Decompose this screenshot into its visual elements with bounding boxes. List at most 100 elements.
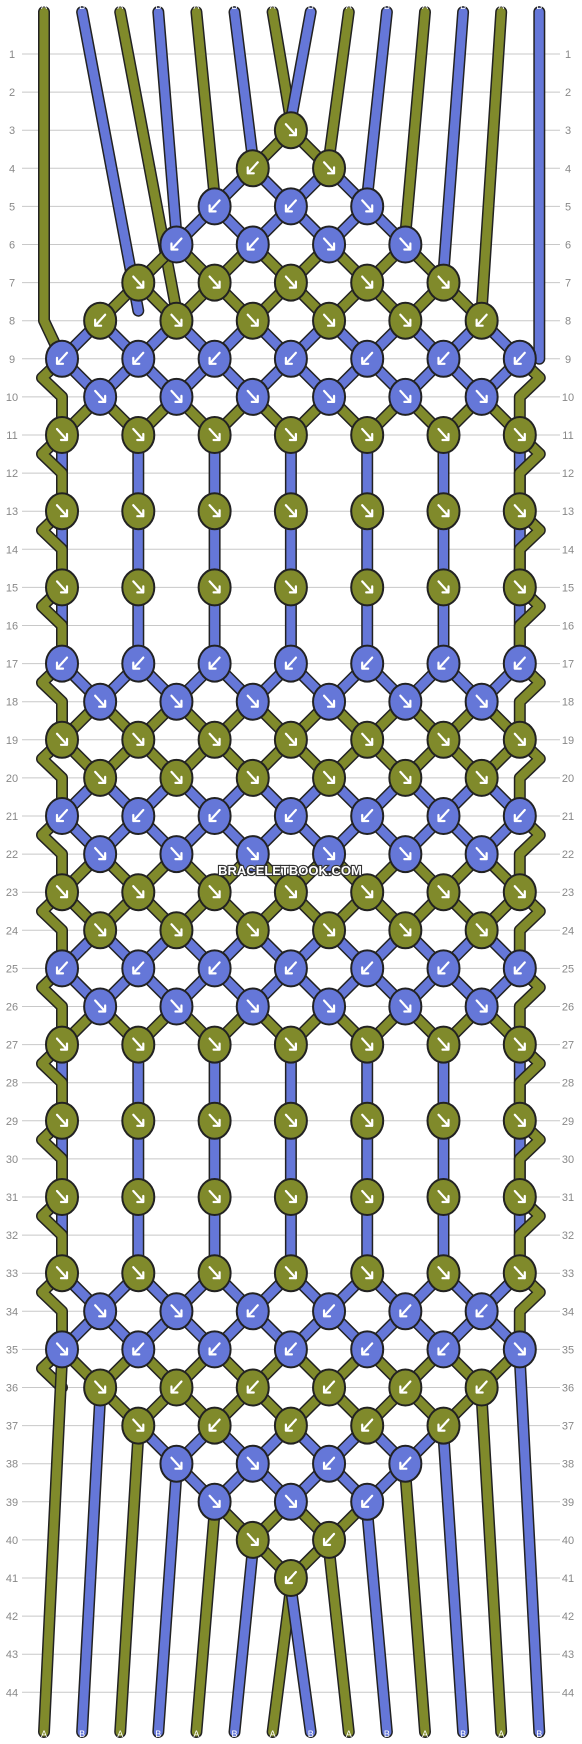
arrow-down-left-icon (55, 808, 69, 823)
arrow-down-left-icon (437, 1418, 450, 1432)
knot (197, 1178, 232, 1216)
strand (268, 1583, 296, 1737)
row-number-right: 16 (562, 621, 574, 633)
knot (235, 149, 270, 188)
row-number-left: 22 (6, 849, 18, 861)
knot (273, 568, 308, 607)
knot (45, 1101, 79, 1140)
arrow-down-right-icon (246, 313, 259, 327)
arrow-down-right-icon (513, 1266, 526, 1280)
string-label-bottom: A (41, 1729, 47, 1739)
knot (350, 568, 385, 607)
knot (121, 568, 156, 607)
arrow-down-right-icon (208, 275, 221, 289)
knot (312, 911, 347, 950)
row-number-left: 25 (6, 963, 18, 975)
arrow-down-right-icon (284, 580, 297, 594)
knot (235, 1368, 270, 1407)
arrow-down-left-icon (361, 351, 374, 365)
knot (312, 225, 347, 264)
knot (235, 911, 270, 950)
row-number-left: 10 (6, 392, 18, 404)
knot (350, 1178, 385, 1216)
string-label-top: B (460, 1, 466, 11)
knot (235, 1292, 270, 1331)
row-number-right: 36 (562, 1383, 574, 1395)
row-number-right: 21 (562, 811, 574, 823)
string-label-top: B (384, 1, 390, 11)
row-number-left: 13 (6, 506, 18, 518)
knot (83, 301, 118, 340)
row-number-right: 6 (565, 240, 571, 252)
strand (324, 7, 354, 163)
knot (159, 301, 194, 340)
row-number-left: 33 (6, 1268, 18, 1280)
knot (273, 111, 308, 150)
arrow-down-left-icon (437, 1342, 450, 1356)
string-label-bottom: A (422, 1729, 428, 1739)
row-number-left: 29 (6, 1116, 18, 1128)
row-number-left: 44 (6, 1687, 18, 1699)
strand (153, 7, 181, 239)
knot (350, 1330, 385, 1369)
knot (273, 1330, 308, 1369)
arrow-down-left-icon (208, 656, 221, 670)
string-label-bottom: A (498, 1729, 504, 1739)
arrow-down-left-icon (475, 1304, 488, 1318)
strand (230, 1545, 258, 1737)
arrow-down-right-icon (513, 1189, 526, 1204)
arrow-down-right-icon (55, 504, 69, 518)
knot (426, 1025, 461, 1064)
knot (121, 1101, 156, 1140)
knot (159, 1368, 194, 1407)
row-number-right: 30 (562, 1154, 574, 1166)
arrow-down-left-icon (284, 656, 297, 670)
strand (77, 7, 143, 316)
arrow-down-left-icon (513, 351, 526, 365)
row-number-right: 5 (565, 201, 571, 213)
arrow-down-left-icon (513, 961, 526, 975)
arrow-down-right-icon (208, 1113, 221, 1127)
arrow-down-right-icon (170, 1304, 183, 1318)
arrow-down-right-icon (437, 580, 450, 594)
knot (159, 911, 194, 950)
knot (502, 644, 537, 683)
knot (159, 1292, 194, 1331)
arrow-down-right-icon (246, 770, 259, 784)
row-number-right: 26 (562, 1002, 574, 1014)
row-number-left: 3 (9, 125, 15, 137)
arrow-down-right-icon (55, 1342, 69, 1356)
knot (273, 1254, 308, 1293)
arrow-down-left-icon (246, 1304, 259, 1318)
row-number-right: 15 (562, 582, 574, 594)
watermark: BRACELETBOOK.COM (218, 863, 362, 878)
arrow-down-right-icon (361, 504, 374, 518)
knot (312, 758, 347, 797)
row-number-right: 8 (565, 316, 571, 328)
knot (121, 644, 156, 683)
row-number-right: 23 (562, 887, 574, 899)
arrow-down-right-icon (170, 1456, 183, 1470)
arrow-down-right-icon (399, 847, 412, 861)
arrow-down-right-icon (437, 885, 450, 899)
knot (388, 835, 423, 874)
knot (197, 568, 232, 607)
knot (45, 720, 79, 759)
row-number-right: 14 (562, 544, 574, 556)
knot (235, 301, 270, 340)
knot (121, 1254, 156, 1293)
row-number-left: 7 (9, 278, 15, 290)
row-number-left: 30 (6, 1154, 18, 1166)
strand (439, 1431, 468, 1737)
string-label-bottom: A (193, 1729, 199, 1739)
knot (45, 1025, 79, 1064)
knot (388, 377, 423, 416)
arrow-down-right-icon (284, 732, 297, 746)
knot (45, 644, 79, 683)
knot (388, 682, 423, 721)
knot (388, 758, 423, 797)
arrow-down-right-icon (475, 847, 488, 861)
arrow-down-left-icon (284, 1418, 297, 1432)
row-number-left: 18 (6, 697, 18, 709)
